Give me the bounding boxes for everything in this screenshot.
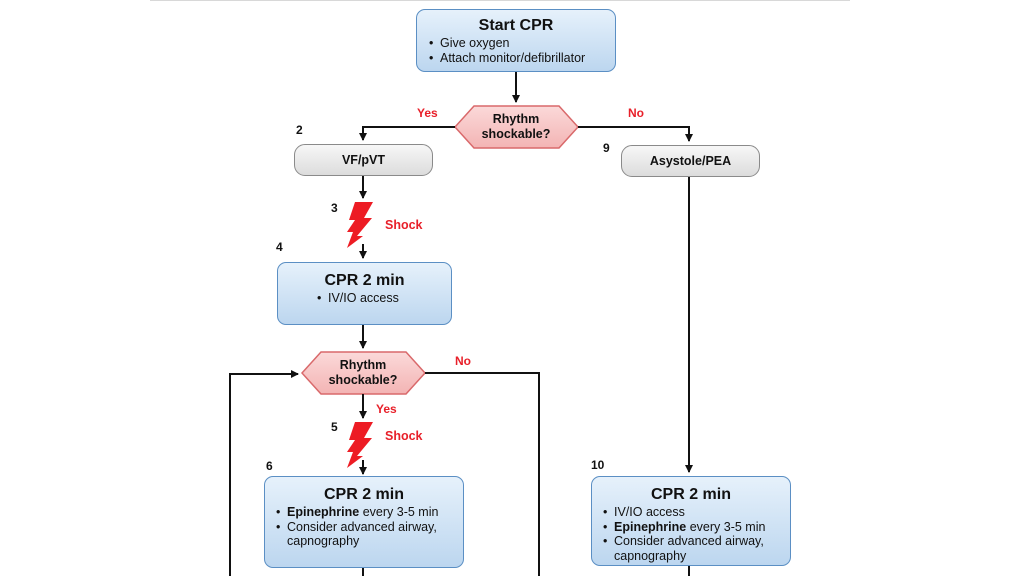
decision-top-line1: Rhythm (492, 112, 540, 126)
cpr10-item-epinephrine: Epinephrine every 3-5 min (602, 520, 790, 535)
lightning-bolt-icon-1 (347, 202, 373, 248)
lightning-bolt-icon-2 (347, 422, 373, 468)
step-number-6: 6 (266, 459, 273, 473)
cpr6-title: CPR 2 min (323, 486, 404, 503)
connector-no-asystole (578, 126, 693, 142)
cpr10-title: CPR 2 min (650, 486, 731, 503)
cpr4-title: CPR 2 min (324, 272, 405, 289)
connector-yes-vf (359, 126, 455, 141)
start-item-oxygen: Give oxygen (428, 36, 615, 51)
cpr6-item-airway: Consider advanced airway,capnography (275, 520, 463, 549)
cpr10-airway-cont: capnography (614, 548, 687, 563)
cpr4-item-ivio: IV/IO access (316, 291, 451, 306)
connector-mid-no (425, 372, 540, 576)
cpr10-item-airway: Consider advanced airway,capnography (602, 534, 790, 563)
cpr-box-4: CPR 2 min IV/IO access (277, 262, 452, 325)
start-cpr-title: Start CPR (478, 17, 554, 34)
step-number-4: 4 (276, 240, 283, 254)
cpr-box-6: CPR 2 min Epinephrine every 3-5 min Cons… (264, 476, 464, 568)
cpr6-airway-text: Consider advanced airway, (287, 519, 437, 534)
decision-top-yes: Yes (417, 106, 438, 120)
cpr10-epinephrine-bold: Epinephrine (614, 519, 687, 534)
cpr10-airway-text: Consider advanced airway, (614, 534, 764, 548)
shock-label-2: Shock (385, 429, 423, 443)
cpr-box-10: CPR 2 min IV/IO access Epinephrine every… (591, 476, 791, 566)
decision-top-no: No (628, 106, 644, 120)
connector-loop-left (229, 370, 299, 576)
decision-mid-line2: shockable? (328, 373, 398, 387)
step-number-2: 2 (296, 123, 303, 137)
decision-mid-line1: Rhythm (339, 358, 387, 372)
decision-mid-yes: Yes (376, 402, 397, 416)
top-divider (150, 0, 850, 1)
start-cpr-box: Start CPR Give oxygen Attach monitor/def… (416, 9, 616, 72)
cpr6-epinephrine-rest: every 3-5 min (359, 505, 439, 519)
shock-label-1: Shock (385, 218, 423, 232)
step-number-10: 10 (591, 458, 605, 472)
decision-mid-no: No (455, 354, 471, 368)
cpr6-item-epinephrine: Epinephrine every 3-5 min (275, 505, 463, 520)
decision-mid-label: Rhythm shockable? (313, 358, 413, 388)
cpr10-item-ivio: IV/IO access (602, 505, 790, 520)
decision-top-line2: shockable? (481, 127, 551, 141)
decision-top-label: Rhythm shockable? (466, 112, 566, 142)
step-number-5: 5 (331, 420, 338, 434)
asystole-pea-box: Asystole/PEA (621, 145, 760, 177)
step-number-3: 3 (331, 201, 338, 215)
cpr10-epinephrine-rest: every 3-5 min (686, 519, 766, 534)
cpr6-epinephrine-bold: Epinephrine (287, 505, 360, 519)
vf-pvt-box: VF/pVT (294, 144, 433, 176)
step-number-9: 9 (603, 141, 610, 155)
cpr6-airway-cont: capnography (287, 534, 360, 548)
start-item-monitor: Attach monitor/defibrillator (428, 51, 615, 66)
